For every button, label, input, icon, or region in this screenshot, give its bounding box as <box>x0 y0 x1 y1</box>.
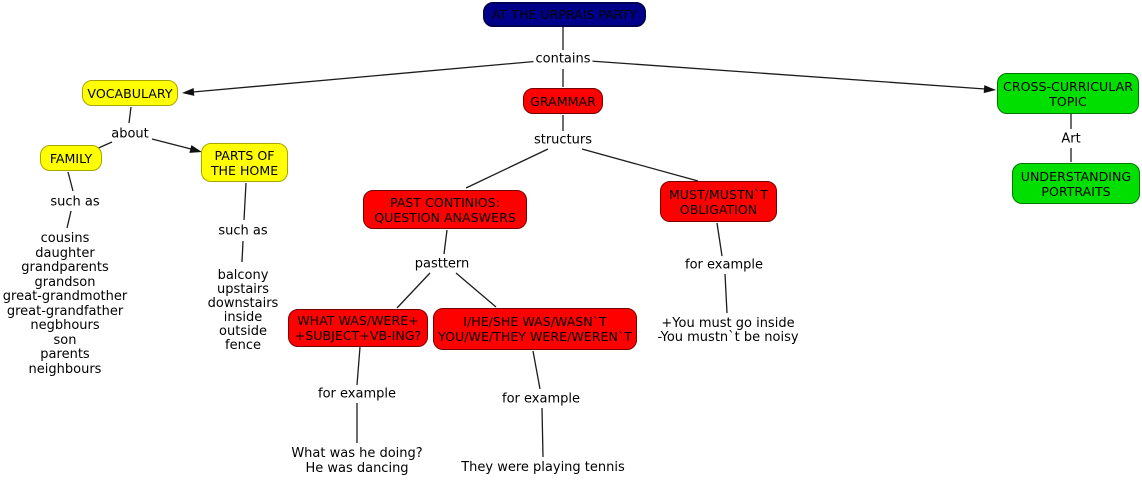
edge-structurs-must <box>581 148 699 182</box>
family-item: negbhours <box>30 318 100 333</box>
home-item: downstairs <box>207 296 279 311</box>
example-what-line2: He was dancing <box>305 460 409 476</box>
home-item: fence <box>225 338 261 353</box>
node-parts-of-home[interactable]: PARTS OF THE HOME <box>201 143 288 182</box>
node-vocabulary-label: VOCABULARY <box>87 85 173 101</box>
home-item: upstairs <box>216 282 270 297</box>
node-grammar[interactable]: GRAMMAR <box>523 88 603 114</box>
link-for-example-what[interactable]: for example <box>316 386 398 402</box>
link-pasttern[interactable]: pasttern <box>412 256 472 272</box>
edge-forexample-examplethey <box>541 407 544 458</box>
link-such-as-family[interactable]: such as <box>48 194 102 210</box>
edge-about-parts <box>151 138 192 150</box>
edge-structurs-past <box>465 148 549 189</box>
edge-suchas-familylist <box>66 210 72 229</box>
link-contains[interactable]: contains <box>533 51 593 67</box>
family-item: daughter <box>35 245 95 261</box>
node-subject-pattern[interactable]: I/HE/SHE WAS/WASN`T YOU/WE/THEY WERE/WER… <box>433 308 637 350</box>
node-what-line1: WHAT WAS/WERE+ <box>297 313 419 328</box>
node-family-label: FAMILY <box>49 150 93 166</box>
family-item: great-grandmother <box>2 289 128 304</box>
arrowhead-vocabulary <box>182 88 195 96</box>
node-what-pattern[interactable]: WHAT WAS/WERE+ +SUBJECT+VB-ING? <box>288 309 428 347</box>
node-portraits-line2: PORTRAITS <box>1041 183 1111 199</box>
edge-past-pasttern <box>443 229 448 255</box>
home-list[interactable]: balcony upstairs downstairs inside outsi… <box>208 269 279 353</box>
edge-forexample-examplemust <box>724 273 728 314</box>
node-must-line2: OBLIGATION <box>679 201 758 217</box>
edge-suchas-homelist <box>241 240 244 263</box>
node-subject-line2: YOU/WE/THEY WERE/WEREN`T <box>438 329 632 344</box>
node-must-line1: MUST/MUSTN`T <box>668 186 769 202</box>
home-item: inside <box>223 310 263 325</box>
node-root-label: AT THE URPRAIS PARTY <box>491 7 638 22</box>
family-list[interactable]: cousins daughter grandparents grandson g… <box>2 231 128 377</box>
family-item: son <box>53 332 77 348</box>
node-past-line2: QUESTION ANASWERS <box>374 209 516 225</box>
example-what[interactable]: What was he doing? He was dancing <box>291 446 423 476</box>
link-such-as-home[interactable]: such as <box>216 223 270 239</box>
node-grammar-label: GRAMMAR <box>530 93 596 109</box>
node-understanding-portraits[interactable]: UNDERSTANDING PORTRAITS <box>1012 163 1140 204</box>
family-item: great-grandfather <box>6 303 124 319</box>
node-past-line1: PAST CONTINIOS: <box>390 194 500 210</box>
node-cross-line2: TOPIC <box>1049 93 1087 109</box>
edge-pasttern-subject <box>455 272 497 308</box>
arrowhead-parts <box>189 145 202 153</box>
edge-subject-forexample <box>532 350 541 390</box>
node-subject-line1: I/HE/SHE WAS/WASN`T <box>463 314 607 329</box>
edge-pasttern-what <box>396 272 431 309</box>
link-art[interactable]: Art <box>1059 131 1083 147</box>
family-item: neighbours <box>28 361 102 377</box>
family-item: cousins <box>40 231 90 246</box>
node-family[interactable]: FAMILY <box>40 145 102 171</box>
node-vocabulary[interactable]: VOCABULARY <box>82 80 178 106</box>
edge-what-forexample <box>356 346 361 386</box>
node-must-obligation[interactable]: MUST/MUSTN`T OBLIGATION <box>660 181 777 222</box>
example-what-line1: What was he doing? <box>291 446 423 461</box>
node-portraits-line1: UNDERSTANDING <box>1020 168 1132 184</box>
link-for-example-they[interactable]: for example <box>500 391 582 407</box>
edge-parts-suchas <box>243 182 247 221</box>
edge-vocabulary-about <box>128 106 132 124</box>
link-about[interactable]: about <box>109 126 151 142</box>
home-item: balcony <box>217 268 269 283</box>
family-item: grandson <box>34 274 96 290</box>
node-cross-curricular[interactable]: CROSS-CURRICULAR TOPIC <box>997 73 1139 114</box>
example-they-line1: They were playing tennis <box>461 460 625 475</box>
link-structurs[interactable]: structurs <box>531 132 595 148</box>
arrowhead-cross-curricular <box>983 85 996 94</box>
example-must-line2: -You mustn`t be noisy <box>657 330 799 345</box>
node-what-line2: +SUBJECT+VB-ING? <box>294 328 422 343</box>
example-must-line1: +You must go inside <box>661 316 795 331</box>
edge-contains-cross-curricular <box>589 60 986 90</box>
edge-contains-vocabulary <box>192 60 541 93</box>
node-root[interactable]: AT THE URPRAIS PARTY <box>483 2 646 27</box>
family-item: parents <box>40 347 90 362</box>
node-past-continuous[interactable]: PAST CONTINIOS: QUESTION ANASWERS <box>363 190 527 229</box>
node-parts-line2: THE HOME <box>210 162 279 178</box>
family-item: grandparents <box>21 260 109 275</box>
node-parts-line1: PARTS OF <box>214 147 275 163</box>
edge-must-forexample <box>716 222 723 257</box>
example-they[interactable]: They were playing tennis <box>461 460 625 476</box>
node-cross-line1: CROSS-CURRICULAR <box>1003 78 1133 94</box>
edge-family-suchas <box>67 171 74 192</box>
home-item: outside <box>219 324 267 339</box>
example-must[interactable]: +You must go inside -You mustn`t be nois… <box>657 317 798 345</box>
link-for-example-must[interactable]: for example <box>683 257 765 273</box>
